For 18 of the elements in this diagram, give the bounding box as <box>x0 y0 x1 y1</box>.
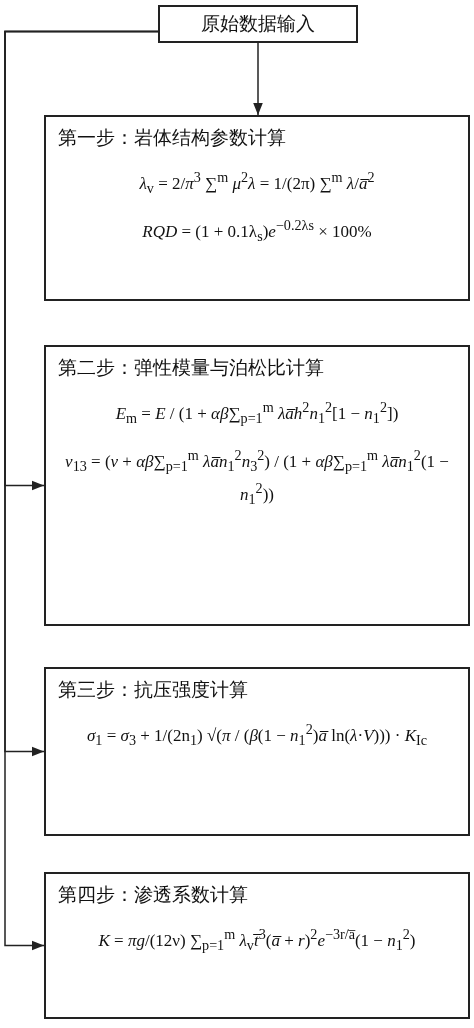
step-box <box>44 667 470 836</box>
step-box <box>44 872 470 1019</box>
arrow <box>4 30 159 951</box>
step-title: 第一步：岩体结构参数计算 <box>58 125 287 150</box>
step-box <box>44 345 470 626</box>
formula: σ$_{1}$ = σ$_{3}$ + 1/(2n$_{1}$) √(π / (β(1 − n$_{1}$$^{2}$)a̅ ln(λ·V))) · K$_{Ic}$ <box>85 720 428 751</box>
step-title: 第四步：渗透系数计算 <box>58 882 249 907</box>
formula: RQD = (1 + 0.1λ$_{s}$)e$^{−0.2λs}$ × 100% <box>141 216 373 247</box>
step-title: 第二步：弹性模量与泊松比计算 <box>58 355 325 380</box>
formula: K = πg/(12ν) ∑$_{p=1}$$^{m}$ λ$_{v}$t̅$^{3}$(a̅ + r)$^{2}$e$^{−3r/a̅}$(1 − n$_{1}$$^{2}$) <box>97 925 417 956</box>
step-title: 第三步：抗压强度计算 <box>58 677 249 702</box>
formula: E$_{m}$ = E / (1 + αβ∑$_{p=1}$$^{m}$ λa̅h$^{2}$n$_{1}$$^{2}$[1 − n$_{1}$$^{2}$]) <box>114 398 400 429</box>
step-box <box>44 115 470 301</box>
step-title: 原始数据输入 <box>201 11 315 36</box>
formula: ν$_{13}$ = (ν + αβ∑$_{p=1}$$^{m}$ λa̅n$_{1}$$^{2}$n$_{3}$$^{2}$) / (1 + αβ∑$_{p=1}$$^{m}$ λa̅n$_{1}$$^{2}$(1 − n$_{1}$$^{2}$)) <box>64 446 450 509</box>
input-box <box>158 5 358 43</box>
arrow <box>253 42 263 116</box>
formula: λ$_{v}$ = 2/π$^{3}$ ∑$^{m}$ μ$^{2}$λ = 1/(2π) ∑$^{m}$ λ/a̅$^{2}$ <box>138 168 376 199</box>
